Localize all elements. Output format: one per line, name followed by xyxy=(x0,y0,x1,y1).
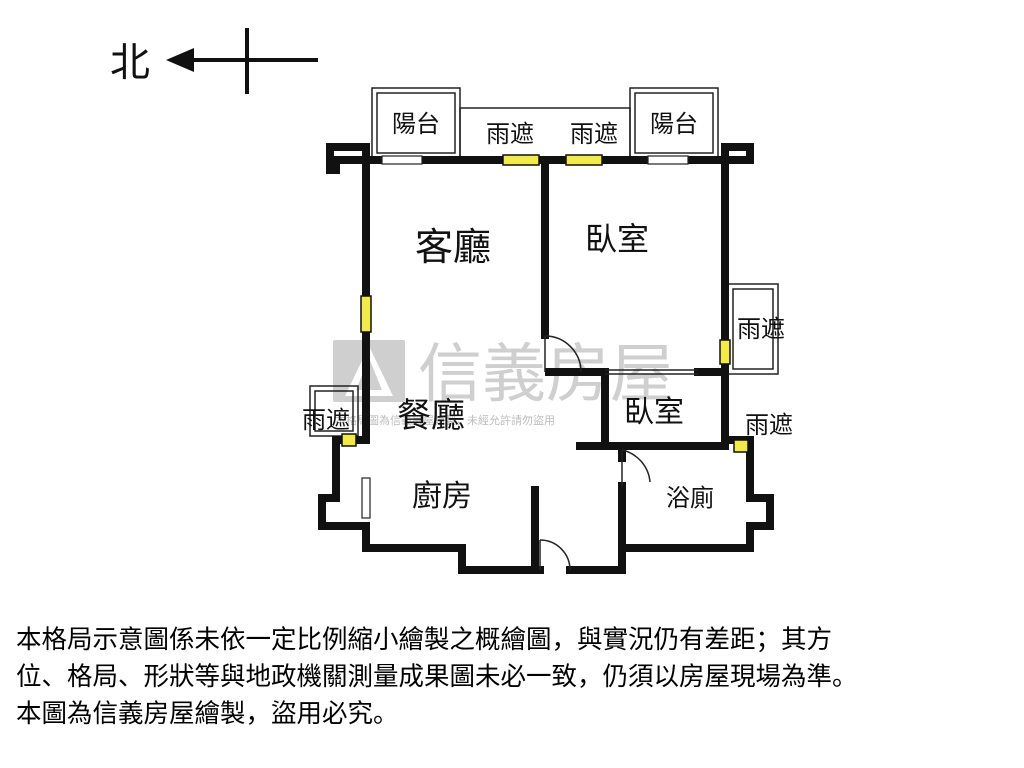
room-label-bedroom-small: 臥室 xyxy=(624,395,684,430)
disclaimer: 本格局示意圖係未依一定比例縮小繪製之概繪圖，與實況仍有差距；其方 位、格局、形狀… xyxy=(16,622,1016,733)
window-bedroom-top xyxy=(565,154,603,166)
window-bath-east xyxy=(733,439,749,453)
window-bedroom-east xyxy=(719,339,731,365)
room-label-bedroom-main: 臥室 xyxy=(585,220,649,258)
canopy-west-inner xyxy=(314,390,354,432)
disclaimer-line-2: 位、格局、形狀等與地政機關測量成果圖未必一致，仍須以房屋現場為準。 xyxy=(16,662,858,692)
compass: 北 xyxy=(110,28,318,94)
watermark: 信義房屋 本格局圖為信義房屋繪製，未經允許請勿盜用 xyxy=(333,338,674,427)
door-entrance xyxy=(539,539,571,571)
room-label-living: 客廳 xyxy=(415,225,491,269)
label-canopy-top-left: 雨遮 xyxy=(486,120,534,148)
room-label-dining: 餐廳 xyxy=(397,396,465,436)
floor-plan: 北 信義房屋 本格局圖為信義房屋繪製，未經允許請勿盜用 xyxy=(110,28,793,574)
label-canopy-southeast: 雨遮 xyxy=(745,411,793,439)
label-canopy-top-right: 雨遮 xyxy=(570,120,618,148)
room-label-bathroom: 浴廁 xyxy=(666,484,714,512)
kitchen-side-door xyxy=(361,477,371,519)
exterior-wall xyxy=(318,143,774,574)
door-bathroom xyxy=(621,449,651,486)
disclaimer-line-3: 本圖為信義房屋繪製，盜用必究。 xyxy=(16,699,399,729)
balcony-left-door xyxy=(381,155,423,165)
door-bedroom xyxy=(544,335,582,373)
room-label-kitchen: 廚房 xyxy=(412,479,472,514)
label-canopy-east: 雨遮 xyxy=(737,315,785,343)
label-balcony-right: 陽台 xyxy=(650,110,698,138)
window-dining-west xyxy=(341,433,357,447)
window-living-west xyxy=(360,295,372,333)
door-small-bedroom-opening xyxy=(605,369,698,375)
watermark-notice: 本格局圖為信義房屋繪製，未經允許請勿盜用 xyxy=(335,413,555,427)
label-canopy-west: 雨遮 xyxy=(302,406,350,434)
label-balcony-left: 陽台 xyxy=(392,110,440,138)
canopy-east-inner xyxy=(732,288,774,370)
balcony-right-door xyxy=(647,155,689,165)
window-living-top xyxy=(502,154,540,166)
compass-north-label: 北 xyxy=(110,40,150,86)
disclaimer-line-1: 本格局示意圖係未依一定比例縮小繪製之概繪圖，與實況仍有差距；其方 xyxy=(16,625,833,655)
compass-arrow-head xyxy=(166,48,194,72)
